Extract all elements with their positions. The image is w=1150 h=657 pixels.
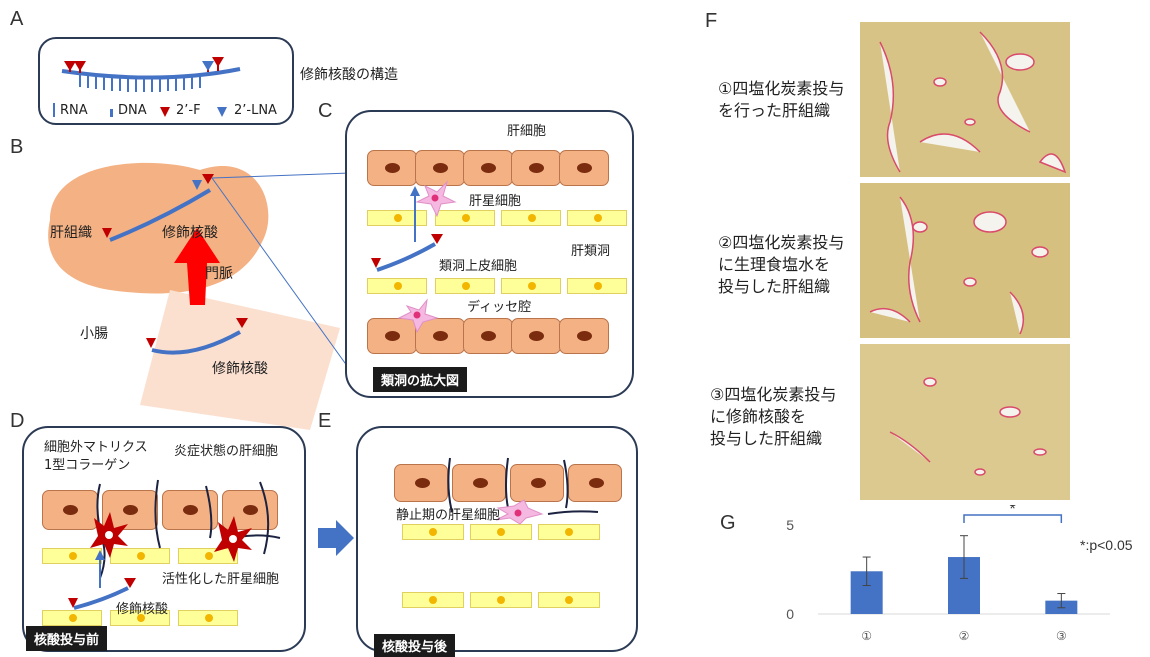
histology-caption-2: ②四塩化炭素投与 に生理食塩水を 投与した肝組織 bbox=[718, 233, 845, 296]
legend-2lna: 2’-LNA bbox=[234, 103, 277, 118]
stellate-label: 肝星細胞 bbox=[469, 194, 522, 209]
oligo-d-label: 修飾核酸 bbox=[116, 602, 169, 617]
legend-2f: 2’-F bbox=[176, 103, 201, 118]
liver-intestine-diagram bbox=[48, 162, 350, 430]
oligo-intestine-label: 修飾核酸 bbox=[212, 361, 268, 377]
legend-rna: RNA bbox=[60, 103, 88, 118]
oligo-structure-diagram bbox=[53, 57, 241, 117]
before-treatment-caption: 核酸投与前 bbox=[26, 626, 108, 651]
fibrosis-bar-chart: 0 5 ① ② ③ * *:p<0.05 bbox=[786, 505, 1133, 643]
before-treatment-box: 細胞外マトリクス 1型コラーゲン 炎症状態の肝細胞 活性化した肝星細胞 修飾核酸… bbox=[22, 426, 306, 652]
activated-stellate-drawing bbox=[68, 479, 281, 610]
quiescent-stellate-drawing bbox=[447, 457, 599, 525]
after-treatment-box: 静止期の肝星細胞 核酸投与後 bbox=[356, 426, 638, 657]
endothelial-label: 類洞上皮細胞 bbox=[439, 259, 518, 274]
x-tick-label: ② bbox=[959, 629, 970, 643]
histology-caption-1: ①四塩化炭素投与 を行った肝組織 bbox=[718, 79, 845, 120]
oligo-liver-label: 修飾核酸 bbox=[162, 225, 218, 241]
sinusoid-caption: 類洞の拡大図 bbox=[373, 367, 468, 392]
significance-bracket bbox=[963, 514, 1063, 523]
panel-label-b: B bbox=[10, 136, 24, 158]
x-tick-label: ③ bbox=[1056, 629, 1067, 643]
portal-vein-label: 門脈 bbox=[205, 266, 233, 282]
quiescent-stellate-label: 静止期の肝星細胞 bbox=[396, 508, 501, 523]
sinusoid-label: 肝類洞 bbox=[571, 244, 611, 259]
inflamed-hepatocyte-label: 炎症状態の肝細胞 bbox=[174, 444, 279, 459]
y-tick-label: 5 bbox=[786, 517, 794, 533]
histology-caption-3: ③四塩化炭素投与 に修飾核酸を 投与した肝組織 bbox=[710, 385, 837, 448]
sinusoid-box: 肝細胞 肝星細胞 肝類洞 類洞上皮細胞 ディッセ腔 類洞の拡大図 bbox=[345, 110, 634, 398]
histology-panel bbox=[860, 22, 1070, 500]
ecm-label-line1: 細胞外マトリクス bbox=[44, 440, 148, 455]
transition-arrow-icon bbox=[318, 520, 354, 556]
panel-label-g: G bbox=[720, 512, 736, 534]
panel-label-e: E bbox=[318, 410, 332, 432]
intestine-label: 小腸 bbox=[80, 326, 108, 342]
panel-label-f: F bbox=[705, 10, 718, 32]
panel-label-c: C bbox=[318, 100, 333, 122]
y-tick-label: 0 bbox=[786, 606, 794, 622]
x-tick-label: ① bbox=[861, 629, 872, 643]
panel-label-a: A bbox=[10, 8, 24, 30]
disse-space-label: ディッセ腔 bbox=[467, 300, 532, 315]
after-treatment-caption: 核酸投与後 bbox=[374, 634, 456, 657]
significance-marker: * bbox=[1010, 505, 1016, 518]
hepatocyte-label: 肝細胞 bbox=[507, 124, 547, 139]
oligo-structure-box: RNA DNA 2’-F 2’-LNA bbox=[38, 37, 294, 125]
significance-note: *:p<0.05 bbox=[1080, 537, 1133, 553]
stellate-oligo-drawing bbox=[371, 180, 457, 334]
activated-stellate-label: 活性化した肝星細胞 bbox=[162, 572, 280, 587]
panel-label-d: D bbox=[10, 410, 25, 432]
legend-dna: DNA bbox=[118, 103, 147, 118]
ecm-label-line2: 1型コラーゲン bbox=[44, 458, 131, 473]
liver-tissue-label: 肝組織 bbox=[50, 225, 92, 241]
histology-images bbox=[860, 22, 1070, 500]
oligo-structure-title: 修飾核酸の構造 bbox=[300, 67, 398, 83]
